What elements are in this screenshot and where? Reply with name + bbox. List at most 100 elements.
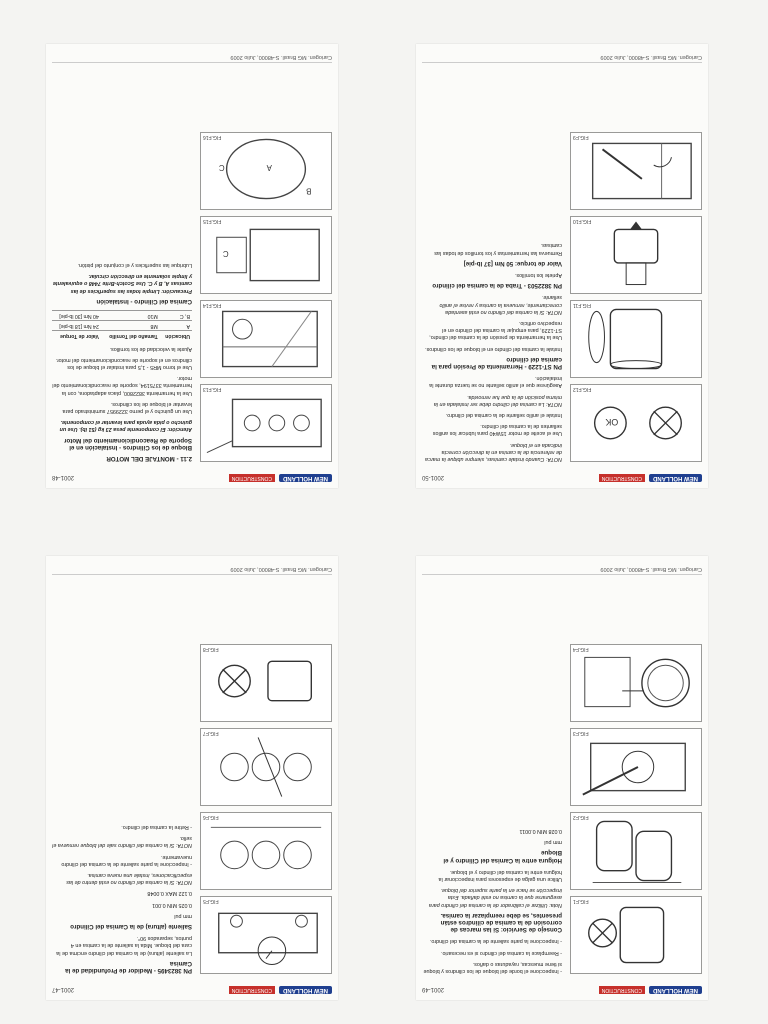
text-column: - Inspeccione el borde del bloque de los… [422, 578, 562, 974]
page-footer: Cariogen. MG Brasil. S-48000, Julio 2009 [422, 50, 702, 63]
text-column: PN 3823495 - Medidor de Profundidad de l… [52, 578, 192, 974]
paragraph: - Inspeccione el borde del bloque de los… [423, 960, 562, 974]
text-column: 2.11 - MONTAJE DEL MOTOR Bloque de los C… [52, 66, 192, 462]
page-footer: Cariogen. MG Brasil. S-48000, Julio 2009 [52, 562, 332, 575]
paragraph: Use un guincho y el perno 3229957 sumini… [62, 400, 192, 414]
figure: FIG.F10 [570, 216, 702, 294]
table-cell: M8 [100, 320, 160, 331]
table-header: Ubicación [159, 330, 192, 341]
table-cell: 40 Nm [30 lb-pie] [52, 310, 101, 321]
page-2001-49: NEW HOLLAND CONSTRUCTION 2001-49 FIG.F1 F… [416, 556, 708, 1000]
spread-1: NEW HOLLANDCONSTRUCTION 2001-48 FIG.F13 … [0, 0, 768, 512]
figure-label: FIG.F15 [203, 218, 222, 224]
figure-label: FIG.F2 [573, 814, 589, 820]
figure: FIG.F7 [200, 728, 332, 806]
figure-column: FIG.F1 FIG.F2 FIG.F3 FIG.F4 [570, 578, 702, 974]
figure: OK FIG.F12 [570, 384, 702, 462]
paragraph: Utilice una galga de espesores para insp… [438, 868, 562, 882]
service-tip: Consejo de Servicio: Si las marcas de co… [440, 911, 562, 934]
tool-heading: PN ST-1229 - Herramienta de Presión para… [431, 355, 562, 370]
spread-2: NEW HOLLANDCONSTRUCTION 2001-47 FIG.F5 F… [0, 512, 768, 1024]
table-header: Valor de Torque [52, 330, 101, 341]
subsection-heading: Bloque de los Cilindros - Instalación en… [64, 436, 192, 451]
brand-sub: CONSTRUCTION [228, 474, 275, 482]
table-cell: M10 [100, 310, 160, 321]
page-header: NEW HOLLAND CONSTRUCTION 2001-48 [52, 468, 332, 482]
figure: FIG.F3 [570, 728, 702, 806]
subsection-heading: Camisa del Cilindro - Instalación [96, 297, 192, 305]
brand-sub: CONSTRUCTION [598, 474, 645, 482]
paragraph: - Inspeccione la parte saliente de la ca… [61, 853, 192, 867]
tool-heading: PN 3823495 - Medidor de Profundidad de l… [65, 959, 192, 974]
page-number: 2001-49 [422, 986, 445, 992]
svg-text:C: C [219, 163, 225, 172]
figure: FIG.F4 [570, 644, 702, 722]
brand-logo: NEW HOLLAND [649, 474, 702, 482]
table-header: Tamaño del Tornillo [100, 330, 160, 341]
brand-logo: NEW HOLLAND [279, 474, 332, 482]
figure-label: FIG.F14 [203, 302, 222, 308]
footer-text: Cariogen. MG Brasil. S-48000, Julio 2009 [600, 566, 703, 572]
page-number: 2001-48 [52, 474, 75, 480]
spec-line: mm pul [544, 839, 562, 846]
page-content: NEW HOLLAND CONSTRUCTION 2001-50 OK FIG.F… [416, 44, 708, 488]
brand-sub: CONSTRUCTION [228, 986, 275, 994]
table-row: B, C M10 40 Nm [30 lb-pie] [52, 310, 192, 321]
note-text: NOTA: Cuando instale camisas, siempre ub… [425, 441, 562, 462]
figure-label: FIG.F12 [573, 386, 592, 392]
figure: FIG.F9 [570, 132, 702, 210]
figure-label: FIG.F10 [573, 218, 592, 224]
tool-heading: PN 3822503 - Traba de la camisa del cili… [432, 282, 562, 290]
paragraph: Use el aceite de motor 15W40 para lubric… [432, 423, 562, 437]
note-text: NOTA: Si la camisa del cilindro sale del… [52, 835, 192, 849]
figure: C FIG.F15 [200, 216, 332, 294]
page-content: NEW HOLLANDCONSTRUCTION 2001-47 FIG.F5 F… [46, 556, 338, 1000]
page-header: NEW HOLLANDCONSTRUCTION 2001-47 [52, 980, 332, 994]
figure: FIG.F1 [570, 896, 702, 974]
footer-text: Cariogen. MG Brasil. S-48000, Julio 2009 [230, 566, 333, 572]
figure-label: FIG.F11 [573, 302, 591, 308]
figure-label: FIG.F8 [203, 646, 219, 652]
paragraph: - Inspeccione la parte saliente de la ca… [429, 938, 562, 945]
spec-line: 0.025 MIN 0.001 [152, 901, 192, 908]
spec-line: 0.122 MAX 0.0048 [147, 890, 192, 897]
brand-sub: CONSTRUCTION [598, 986, 645, 994]
footer-text: Cariogen. MG Brasil. S-48000, Julio 2009 [230, 54, 333, 60]
figure: FIG.F11 [570, 300, 702, 378]
page-footer: Cariogen. MG Brasil. S-48000, Julio 2009 [52, 50, 332, 63]
spec-line: mm pul [174, 912, 192, 919]
page-2001-48: NEW HOLLANDCONSTRUCTION 2001-48 FIG.F13 … [46, 44, 338, 488]
paragraph: Ajuste la velocidad de los tornillos. [109, 345, 192, 352]
paragraph: Asegúrese que el anillo sellante no se t… [429, 375, 562, 389]
paragraph: Lubrique las superficies y el conjunto d… [77, 261, 192, 268]
paragraph: Instale el anillo sellante de la camisa … [445, 411, 562, 418]
footer-text: Cariogen. MG Brasil. S-48000, Julio 2009 [600, 54, 703, 60]
figure: FIG.F5 [200, 896, 332, 974]
figure: FIG.F8 [200, 644, 332, 722]
brand-logo: NEW HOLLAND [649, 986, 702, 994]
svg-text:C: C [223, 249, 229, 258]
page-number: 2001-50 [422, 474, 445, 480]
page-2001-50: NEW HOLLAND CONSTRUCTION 2001-50 OK FIG.F… [416, 44, 708, 488]
figure-label: FIG.F9 [573, 134, 589, 140]
paragraph: Use la herramienta 3822800, placa adapta… [52, 375, 192, 396]
figure-label: FIG.F5 [203, 898, 219, 904]
page-2001-47: NEW HOLLANDCONSTRUCTION 2001-47 FIG.F5 F… [46, 556, 338, 1000]
figure-column: OK FIG.F12 FIG.F11 FIG.F10 FIG.F9 [570, 66, 702, 462]
figure-label: FIG.F7 [203, 730, 219, 736]
warning-text: Precaución: Limpie todas las superficies… [52, 273, 192, 294]
svg-text:A: A [266, 163, 272, 172]
paragraph: Instale la camisa del cilindro en el blo… [425, 345, 562, 352]
table-cell: A [159, 320, 192, 331]
figure-label: FIG.F1 [573, 898, 589, 904]
note-text: NOTA: La camisa del cilindro debe ser in… [433, 393, 562, 407]
figure: FIG.F6 [200, 812, 332, 890]
paragraph: - Reemplace la camisa del cilindro si es… [440, 949, 562, 956]
paragraph: - Retire la camisa del cilindro. [121, 823, 192, 830]
svg-text:B: B [306, 187, 311, 196]
table-cell: B, C [159, 310, 192, 321]
table-cell: 24 Nm [18 lb-pie] [52, 320, 101, 331]
warning-text: Atención: El componente pesa 23 kg (51 l… [59, 419, 192, 433]
figure-label: FIG.F13 [203, 386, 222, 392]
